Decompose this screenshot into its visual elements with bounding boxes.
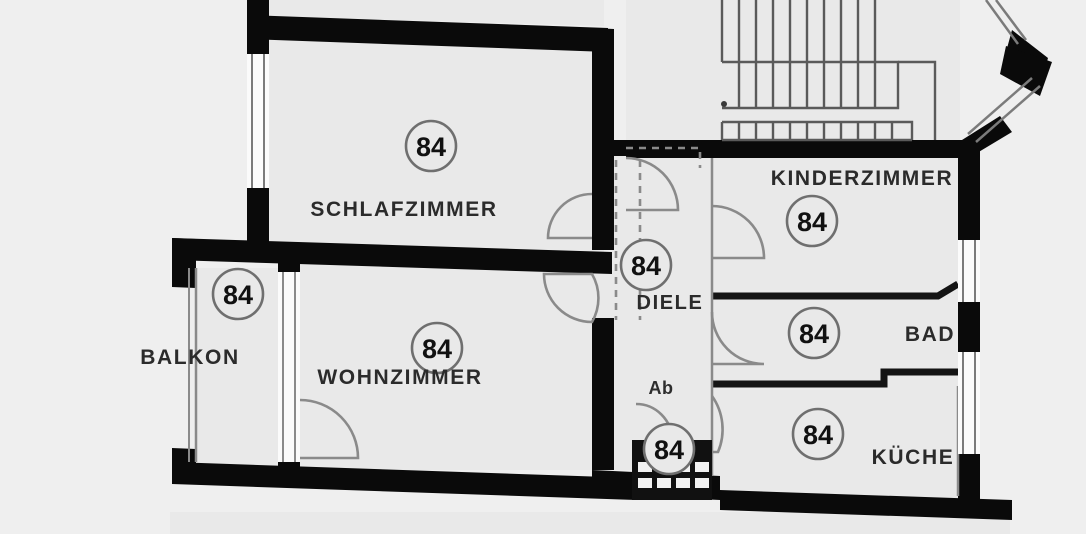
stairs-lower-risers — [737, 122, 894, 140]
windows — [188, 0, 1041, 462]
floor-kinderzimmer — [712, 152, 980, 296]
marker-kinderzimmer-value: 84 — [797, 207, 827, 237]
label-bad: BAD — [905, 323, 955, 346]
marker-wohnzimmer-value: 84 — [422, 334, 452, 364]
marker-diele-value: 84 — [631, 251, 661, 281]
wall-right-outer-low — [958, 452, 980, 512]
thin-walls — [712, 280, 960, 388]
marker-kueche: 84 — [791, 407, 845, 461]
wall-left-schlafzimmer-jamb — [247, 38, 269, 54]
stairs-landing — [898, 60, 937, 140]
wall-right-schlafzimmer — [592, 28, 614, 250]
wall-right-outer-upper — [958, 140, 980, 240]
wall-left-upper — [247, 0, 269, 40]
floor-kueche — [712, 382, 980, 500]
label-ab: Ab — [649, 378, 674, 398]
floor-bad — [712, 296, 980, 386]
window-balkon-left — [188, 268, 197, 462]
floor-wohnzimmer — [292, 262, 630, 470]
door-entry-arc — [625, 156, 680, 212]
wall-kinderzimmer-top — [626, 140, 976, 158]
wall-diele-left-lower — [592, 318, 614, 470]
window-kueche-right — [958, 352, 980, 454]
marker-ab: 84 — [642, 422, 696, 476]
marker-schlafzimmer-value: 84 — [416, 132, 446, 162]
wall-bay-diagonal-lower — [962, 116, 1012, 156]
marker-wohnzimmer: 84 — [410, 321, 464, 375]
wall-bay-corner — [1000, 46, 1052, 96]
window-bay-upper — [984, 0, 1027, 45]
marker-ab-value: 84 — [654, 435, 684, 465]
marker-balkon: 84 — [211, 267, 265, 321]
wall-kinderzimmer-bad — [712, 280, 960, 300]
window-balkon-door — [278, 272, 300, 462]
wall-diele-left-top — [592, 140, 626, 156]
wall-bad-kueche — [712, 368, 958, 388]
floor-bottom-strip — [170, 512, 1010, 534]
door-kinderzimmer-arc — [711, 204, 766, 260]
label-kinderzimmer: KINDERZIMMER — [771, 167, 954, 190]
floor-balkon — [196, 268, 278, 480]
wall-right-outer-mid — [958, 300, 980, 352]
door-balkon-arc — [299, 398, 360, 460]
door-wohnzimmer-arc — [542, 272, 600, 324]
marker-bad-value: 84 — [799, 319, 829, 349]
room-floor-fills — [170, 0, 1010, 534]
wall-top-schlafzimmer — [247, 15, 608, 52]
label-balkon: BALKON — [140, 346, 239, 369]
stairs-upper-risers — [737, 0, 877, 108]
marker-balkon-value: 84 — [223, 280, 253, 310]
label-kueche: KÜCHE — [872, 446, 955, 469]
stairs-upper-outline — [720, 0, 900, 110]
floor-upper-left-stub — [262, 0, 604, 26]
stairs-start-dot — [721, 101, 727, 107]
marker-kueche-value: 84 — [803, 420, 833, 450]
wall-mid-left-cap — [172, 238, 196, 288]
wall-left-schlafzimmer-low — [247, 188, 269, 250]
window-kinderzimmer-right — [958, 240, 980, 302]
room-markers: 84 84 84 84 84 84 84 84 — [211, 119, 845, 476]
room-labels: SCHLAFZIMMER WOHNZIMMER BALKON DIELE KIN… — [140, 167, 955, 469]
door-kueche-arc — [710, 395, 724, 454]
marker-schlafzimmer: 84 — [404, 119, 458, 173]
marker-diele: 84 — [619, 238, 673, 292]
window-schlafzimmer-left — [247, 54, 269, 188]
marker-kinderzimmer: 84 — [785, 194, 839, 248]
wall-mid-horizontal — [172, 238, 612, 274]
wall-bottom-main — [172, 462, 636, 500]
wall-bottom-left-cap — [172, 448, 196, 484]
window-bay-lower — [967, 77, 1041, 143]
door-bad-arc — [710, 311, 765, 366]
door-schlafzimmer-arc — [546, 192, 593, 240]
label-diele: DIELE — [637, 292, 704, 314]
stairs-lower-outline — [720, 120, 914, 140]
floor-diele — [612, 150, 712, 470]
staircase — [720, 0, 937, 142]
marker-bad: 84 — [787, 306, 841, 360]
wall-bottom-right — [720, 490, 1012, 520]
label-wohnzimmer: WOHNZIMMER — [317, 366, 482, 389]
label-schlafzimmer: SCHLAFZIMMER — [310, 198, 497, 221]
